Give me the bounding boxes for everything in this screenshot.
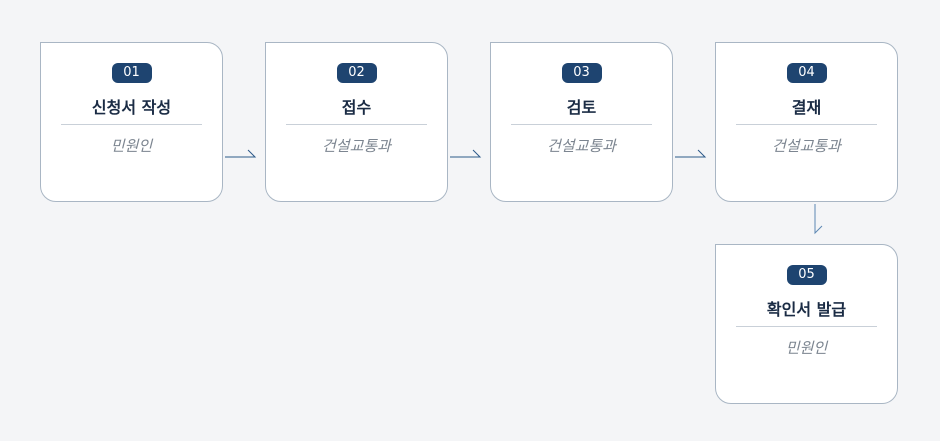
step-title: 확인서 발급 — [766, 300, 847, 319]
step-card-3: 03 검토 건설교통과 — [490, 42, 673, 202]
step-number-badge: 05 — [786, 265, 827, 285]
step-number-badge: 03 — [561, 63, 602, 83]
step-divider — [736, 326, 877, 327]
step-card-1: 01 신청서 작성 민원인 — [40, 42, 223, 202]
step-divider — [61, 124, 202, 125]
step-title: 검토 — [566, 98, 597, 117]
step-divider — [286, 124, 427, 125]
connector-2-3 — [450, 149, 482, 158]
connector-3-4 — [675, 149, 707, 158]
step-actor: 건설교통과 — [771, 137, 841, 155]
step-number-badge: 04 — [786, 63, 827, 83]
step-card-4: 04 결재 건설교통과 — [715, 42, 898, 202]
step-title: 신청서 작성 — [91, 98, 172, 117]
step-divider — [511, 124, 652, 125]
step-actor: 건설교통과 — [321, 137, 391, 155]
step-title: 접수 — [341, 98, 372, 117]
connector-1-2 — [225, 149, 257, 158]
step-actor: 민원인 — [785, 339, 828, 357]
connector-4-5 — [814, 204, 823, 235]
step-card-5: 05 확인서 발급 민원인 — [715, 244, 898, 404]
step-card-2: 02 접수 건설교통과 — [265, 42, 448, 202]
step-divider — [736, 124, 877, 125]
step-number-badge: 01 — [111, 63, 152, 83]
step-actor: 건설교통과 — [546, 137, 616, 155]
step-actor: 민원인 — [110, 137, 153, 155]
step-number-badge: 02 — [336, 63, 377, 83]
step-title: 결재 — [791, 98, 822, 117]
